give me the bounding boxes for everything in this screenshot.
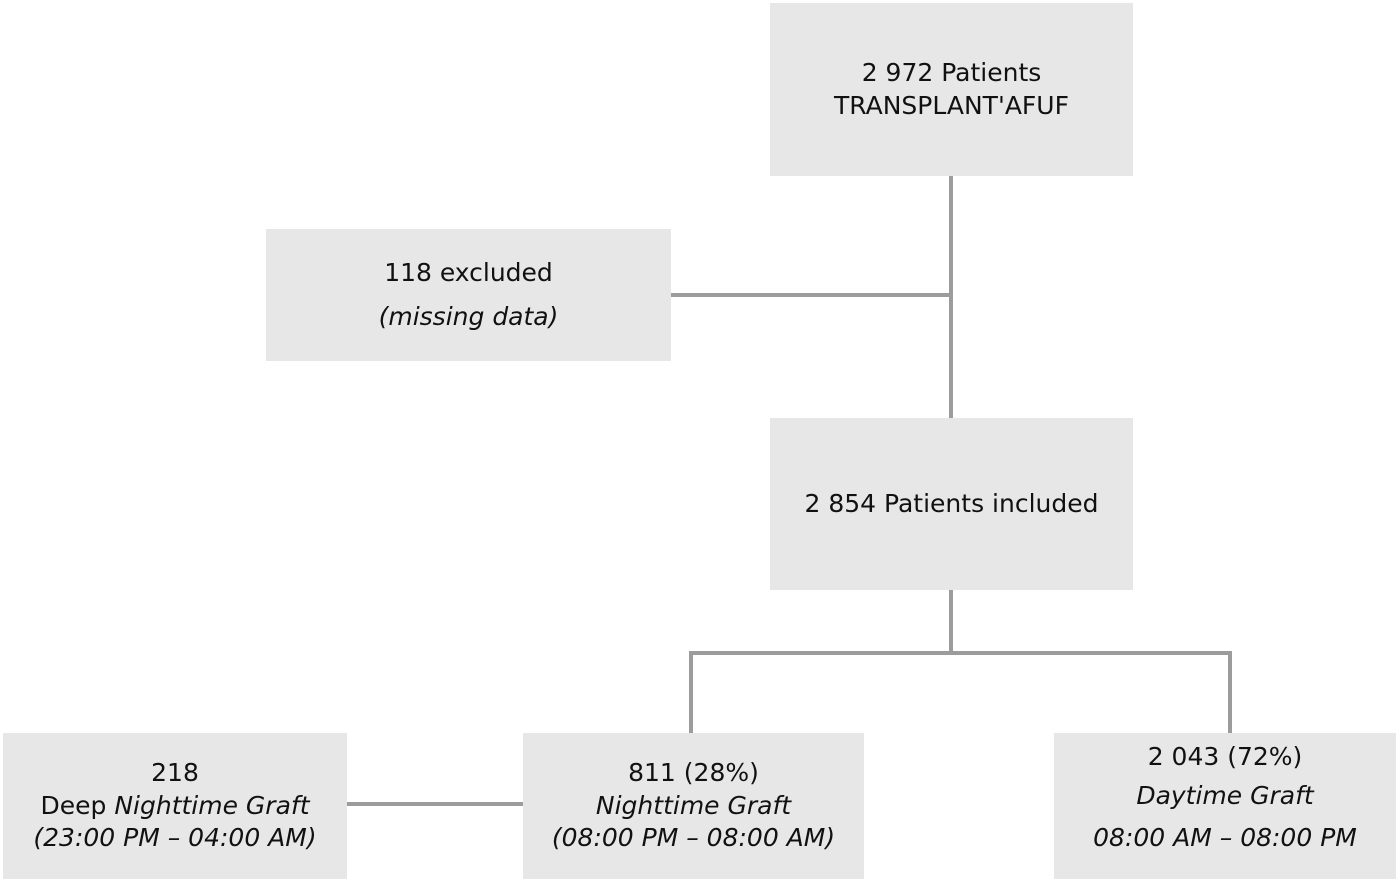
deep-night-count: 218 [151, 758, 199, 788]
deep-night-label-prefix: Deep [40, 790, 115, 820]
node-excluded: 118 excluded (missing data) [266, 229, 671, 361]
day-time: 08:00 AM – 08:00 PM [1093, 823, 1357, 852]
included-label: 2 854 Patients included [804, 488, 1099, 518]
deep-night-time: (23:00 PM – 04:00 AM) [33, 823, 317, 853]
connector-to-day [1228, 651, 1232, 733]
node-nighttime-graft: 811 (28%) Nighttime Graft (08:00 PM – 08… [523, 733, 864, 879]
connector-to-night [689, 651, 693, 733]
deep-night-label-italic: Nighttime Graft [114, 790, 310, 820]
night-label: Nighttime Graft [595, 790, 792, 820]
connector-night-to-deep-night [347, 802, 523, 806]
connector-included-down [949, 590, 953, 655]
night-time: (08:00 PM – 08:00 AM) [551, 823, 836, 853]
node-included: 2 854 Patients included [770, 418, 1133, 590]
node-daytime-graft: 2 043 (72%) Daytime Graft 08:00 AM – 08:… [1054, 733, 1396, 879]
node-deep-nighttime-graft: 218 Deep Nighttime Graft (23:00 PM – 04:… [3, 733, 347, 879]
total-patients-count: 2 972 Patients [861, 58, 1042, 87]
day-count: 2 043 (72%) [1147, 742, 1303, 771]
connector-split-horizontal [689, 651, 1232, 655]
excluded-reason: (missing data) [378, 302, 559, 331]
connector-top-to-included [949, 176, 953, 418]
excluded-count: 118 excluded [384, 257, 553, 287]
study-name: TRANSPLANT'AFUF [834, 90, 1069, 120]
node-total-patients: 2 972 Patients TRANSPLANT'AFUF [770, 3, 1133, 176]
deep-night-label: Deep Nighttime Graft [41, 790, 310, 823]
night-count: 811 (28%) [628, 758, 759, 788]
day-label: Daytime Graft [1136, 780, 1314, 810]
connector-excluded-branch [670, 293, 951, 297]
